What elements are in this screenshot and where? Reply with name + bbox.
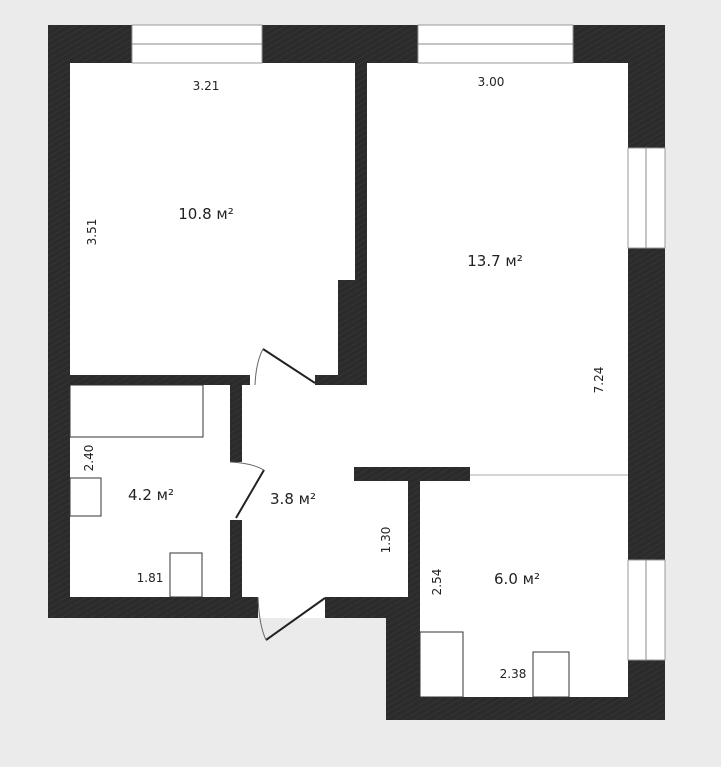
bathtub [69,384,204,438]
dimension-label: 3.51 [85,219,99,246]
room-bedroom [70,63,355,375]
door-bedroom [262,348,316,384]
dimension-label: 2.38 [500,667,527,681]
labels: 10.8 м² 3.21 3.51 13.7 м² 3.00 7.24 4.2 … [82,75,606,681]
door-entry [265,597,326,641]
area-label: 4.2 м² [128,486,174,504]
toilet [169,552,203,598]
windows [131,24,666,661]
dimension-label: 3.00 [478,75,505,89]
dimension-label: 1.30 [379,527,393,554]
dimension-label: 2.40 [82,445,96,472]
room-living-lower [242,385,628,467]
sink [69,477,102,517]
kitchen-counter [419,631,464,698]
area-label: 10.8 м² [178,205,234,223]
room-hallway [242,467,408,597]
dimension-label: 1.81 [137,571,164,585]
area-label: 3.8 м² [270,490,316,508]
door-gap-entry [258,595,325,618]
dimension-label: 3.21 [193,79,220,93]
door-gap-bath [228,462,244,520]
doors [229,348,326,641]
fixtures [69,384,570,698]
interior-walls [230,63,628,597]
room-kitchen-top [470,467,628,481]
area-label: 6.0 м² [494,570,540,588]
area-label: 13.7 м² [467,252,523,270]
dimension-label: 7.24 [592,367,606,394]
dimension-label: 2.54 [430,569,444,596]
door-bathroom [235,469,265,519]
rooms [70,63,628,697]
stove [532,651,570,698]
